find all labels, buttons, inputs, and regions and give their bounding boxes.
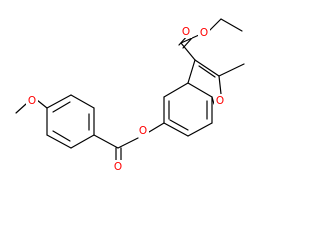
bond-o-ester-benzofuran (148, 122, 165, 133)
bond-o-methoxy-aryl (36, 99, 48, 109)
bond-furan-o-c7a (211, 96, 215, 105)
bond-c3-carbonyl (180, 42, 196, 61)
bonds-layer (15, 18, 245, 163)
atom-label-o-carbonyl-2: O (182, 26, 190, 38)
bond-furan-c3-c2-inner (198, 65, 216, 78)
molecule-structure-canvas: O O O O O O (15, 18, 245, 173)
bond-ring1-inner-1 (52, 101, 71, 113)
bond-carbonyl2-o-ester (180, 34, 200, 44)
bond-bf-c7-c6 (187, 122, 213, 137)
bond-ring1-b (70, 94, 95, 109)
atom-o-furan: O (214, 94, 226, 107)
bond-carbonyl1-o-ester (117, 137, 139, 149)
bond-c2-methyl (218, 63, 245, 77)
atom-o-ester-link: O (137, 124, 149, 137)
bond-bf-c4-c3a (163, 82, 189, 98)
bond-methyl-o-methoxy (15, 103, 27, 114)
bond-bf-c6-c5 (163, 122, 189, 137)
atom-labels-layer: O O O O O O (26, 25, 226, 173)
atom-label-o-ethoxy: O (200, 27, 208, 39)
atom-o-ethoxy: O (198, 26, 210, 39)
atom-label-o-carbonyl-1: O (114, 161, 122, 173)
atom-o-carbonyl-2: O (180, 25, 192, 38)
molecule-structure: O O O O O O (15, 18, 245, 173)
atom-o-methoxy: O (26, 94, 38, 107)
bond-furan-c3-c2 (194, 59, 220, 77)
bond-o-ester-ethyl-ch2 (208, 18, 222, 32)
bond-ring1-a (46, 94, 72, 109)
bond-ring1-d (70, 134, 95, 149)
bond-furan-c2-o (218, 75, 222, 95)
bond-ring1-carbonyl (93, 134, 119, 149)
atom-label-o-furan: O (216, 95, 224, 107)
bond-ethyl-ch2-ch3 (220, 18, 243, 32)
bond-carbonyl2-o-double-b (182, 37, 193, 49)
atom-label-o-methoxy: O (28, 95, 36, 107)
bond-furan-c3a-c3 (187, 59, 196, 84)
atom-label-o-ester-link: O (139, 125, 147, 137)
atom-o-carbonyl-1: O (112, 160, 124, 173)
bond-ring1-inner-3 (52, 130, 71, 142)
bond-bf-c3a-c7a (187, 82, 213, 98)
bond-ring1-e (46, 134, 72, 149)
bond-bf-inner-3 (169, 119, 189, 131)
